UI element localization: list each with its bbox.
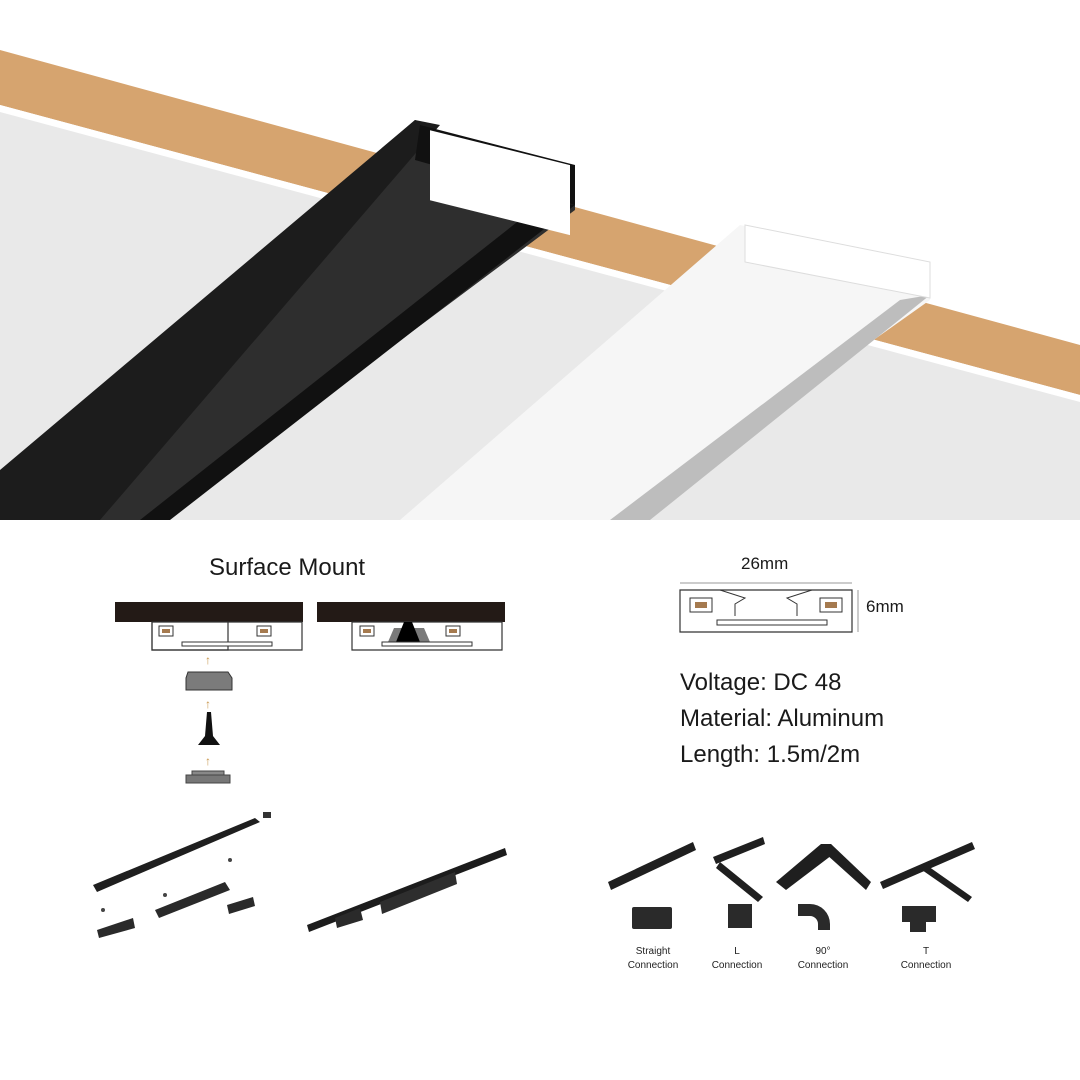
spec-material: Material: Aluminum (680, 705, 885, 732)
width-dimension: 26mm (741, 554, 789, 573)
connections-illustration (608, 837, 975, 932)
arrow-up-icon: ↑ (205, 653, 211, 667)
arrow-up-icon: ↑ (205, 754, 211, 768)
profile-cross-section (679, 582, 859, 633)
hero-track-render (0, 0, 1080, 520)
arrow-up-icon: ↑ (205, 697, 211, 711)
surface-mount-diagram: ↑ ↑ ↑ (115, 602, 505, 784)
height-dimension: 6mm (866, 597, 904, 616)
caption-90: 90°Connection (797, 946, 849, 971)
surface-mount-title: Surface Mount (209, 554, 366, 581)
90-degree-connection-icon (776, 844, 871, 930)
track-rail-exploded (93, 818, 260, 892)
white-track-rail (400, 225, 930, 520)
t-connection-icon (880, 842, 975, 932)
base-plate (185, 774, 231, 784)
spec-voltage: Voltage: DC 48 (680, 669, 842, 696)
track-assembly-illustration (93, 812, 507, 938)
straight-connection-icon (608, 842, 696, 929)
magnet-block (185, 671, 233, 691)
l-connection-icon (713, 837, 765, 928)
screw-icon (198, 712, 220, 745)
spec-length: Length: 1.5m/2m (680, 741, 861, 768)
